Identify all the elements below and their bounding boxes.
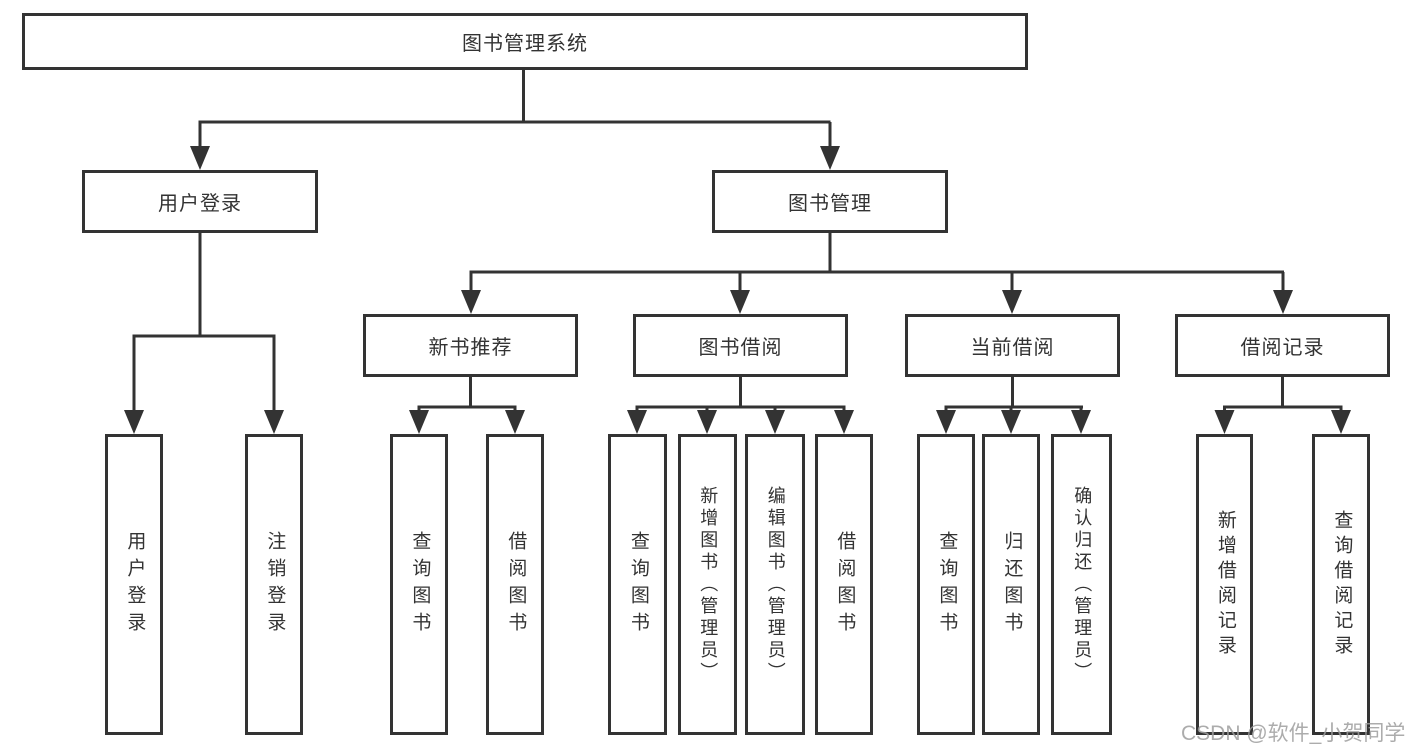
node-user-login: 用户登录 <box>82 170 318 233</box>
edge-subfork-book-borrow <box>635 377 846 414</box>
edge-fork2-arms <box>132 336 276 412</box>
leaf-logout-label: 注销登录 <box>264 530 286 639</box>
leaf-add-borrow-record: 新增借阅记录 <box>1196 434 1253 735</box>
leaf-query-books-borrow-label: 查询图书 <box>627 530 649 639</box>
node-user-login-label: 用户登录 <box>158 193 242 215</box>
leaf-add-books-admin: 新增图书（管理员） <box>678 434 737 735</box>
leaf-query-books-recommend: 查询图书 <box>390 434 448 735</box>
node-current-borrow-label: 当前借阅 <box>970 337 1055 359</box>
leaf-query-borrow-record: 查询借阅记录 <box>1312 434 1370 735</box>
leaf-query-books-current-label: 查询图书 <box>936 530 958 639</box>
leaf-user-login: 用户登录 <box>105 434 163 735</box>
watermark: CSDN @软件_小贺同学 <box>1181 722 1405 745</box>
leaf-borrow-books-recommend: 借阅图书 <box>486 434 544 735</box>
node-new-book-recommend: 新书推荐 <box>363 314 578 377</box>
edge-fork3-arms <box>469 272 1285 292</box>
leaf-borrow-books-recommend-label: 借阅图书 <box>505 530 527 639</box>
node-book-borrow-label: 图书借阅 <box>698 337 783 359</box>
leaf-confirm-return-admin-label: 确认归还（管理员） <box>1072 485 1093 684</box>
leaf-return-books: 归还图书 <box>982 434 1040 735</box>
leaf-add-books-admin-label: 新增图书（管理员） <box>698 485 719 684</box>
node-book-management-label: 图书管理 <box>788 193 872 215</box>
edge-subfork-borrow-record <box>1223 377 1343 414</box>
node-library-system: 图书管理系统 <box>22 13 1028 70</box>
leaf-query-books-borrow: 查询图书 <box>608 434 667 735</box>
leaf-user-login-label: 用户登录 <box>124 530 146 639</box>
leaf-query-books-recommend-label: 查询图书 <box>409 530 431 639</box>
node-borrow-record: 借阅记录 <box>1175 314 1390 377</box>
node-book-management: 图书管理 <box>712 170 948 233</box>
edge-subfork-new-book <box>417 377 517 414</box>
leaf-logout: 注销登录 <box>245 434 303 735</box>
leaf-borrow-books-label: 借阅图书 <box>834 530 856 639</box>
leaf-query-books-current: 查询图书 <box>917 434 975 735</box>
node-borrow-record-label: 借阅记录 <box>1240 337 1325 359</box>
leaf-confirm-return-admin: 确认归还（管理员） <box>1051 434 1112 735</box>
leaf-add-borrow-record-label: 新增借阅记录 <box>1214 509 1236 660</box>
node-library-system-label: 图书管理系统 <box>462 33 588 55</box>
leaf-edit-books-admin-label: 编辑图书（管理员） <box>765 485 786 684</box>
leaf-edit-books-admin: 编辑图书（管理员） <box>745 434 805 735</box>
edge-subfork-current-borrow <box>944 377 1083 414</box>
node-current-borrow: 当前借阅 <box>905 314 1120 377</box>
node-new-book-recommend-label: 新书推荐 <box>428 337 513 359</box>
node-book-borrow: 图书借阅 <box>633 314 848 377</box>
leaf-query-borrow-record-label: 查询借阅记录 <box>1331 509 1353 660</box>
leaf-return-books-label: 归还图书 <box>1001 530 1023 639</box>
edge-fork1-arms <box>198 122 832 148</box>
leaf-borrow-books: 借阅图书 <box>815 434 873 735</box>
